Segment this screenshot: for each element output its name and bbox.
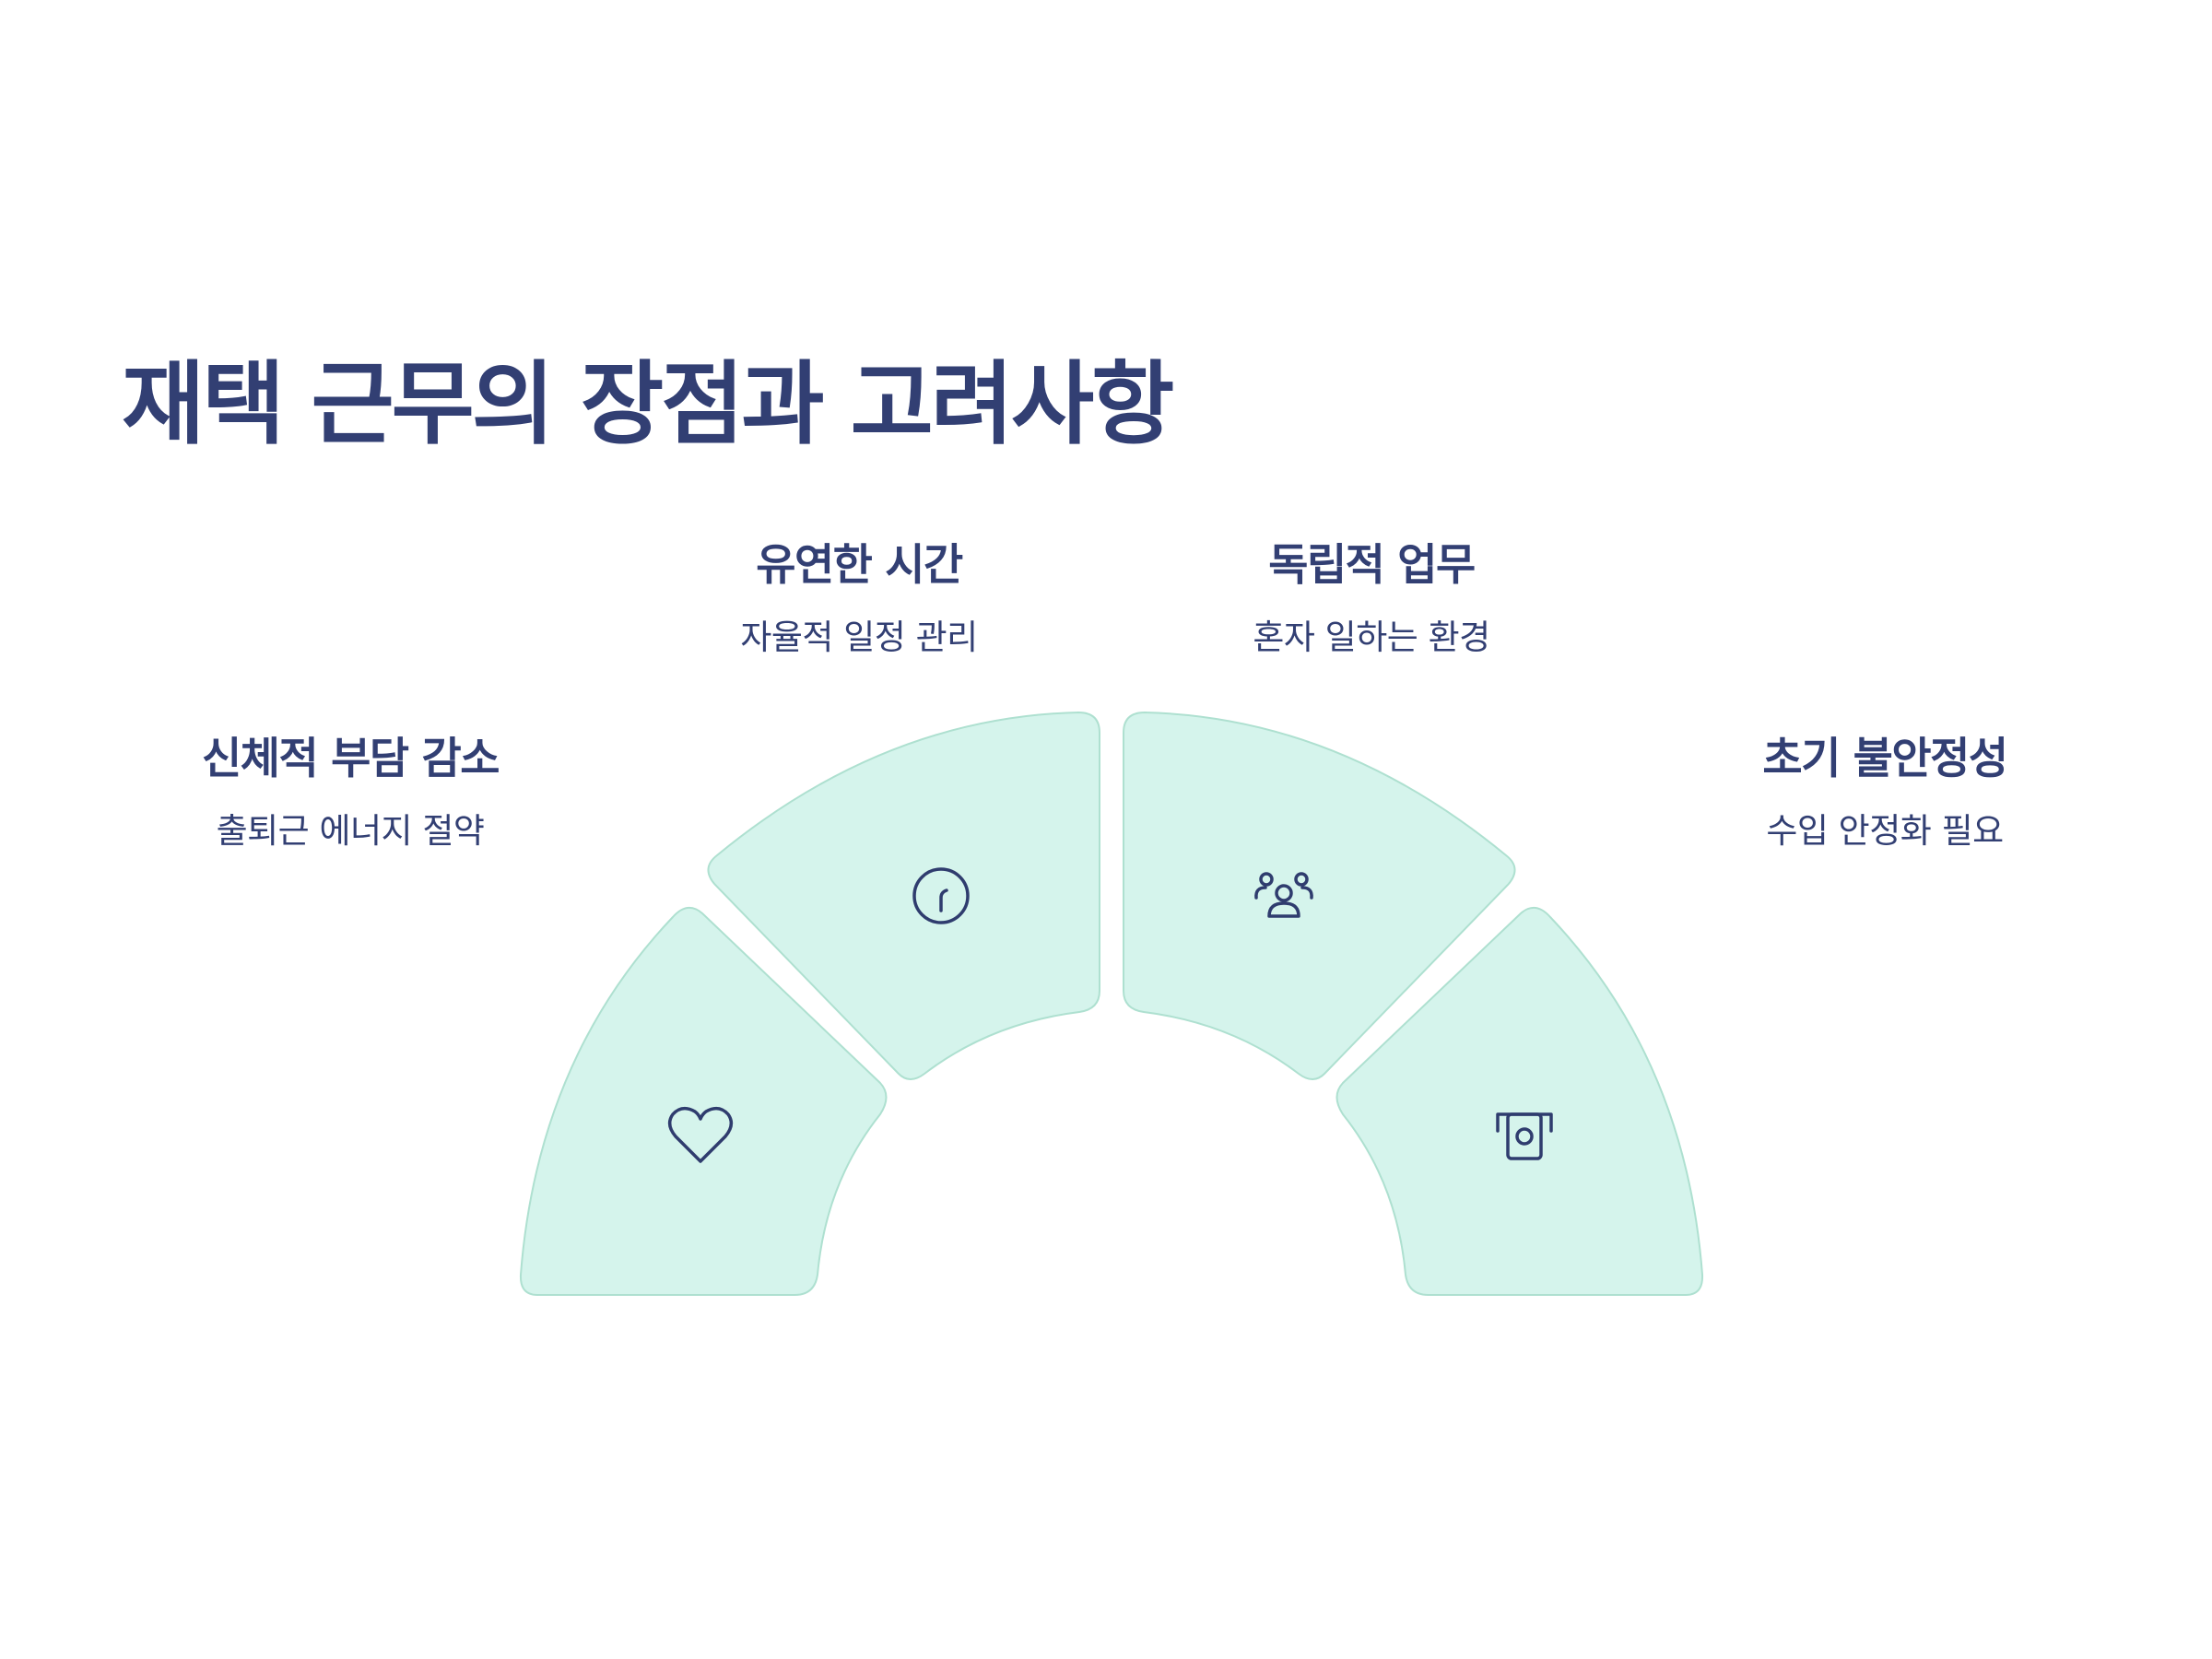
item-title: 신체적 부담 감소 [202, 734, 500, 784]
segment-flexible-time [707, 711, 1100, 1080]
segment-physical-burden [519, 907, 888, 1296]
cash-withdraw-icon [1496, 1112, 1553, 1160]
heart-icon [667, 1106, 734, 1163]
item-title: 유연한 시간 [756, 540, 963, 591]
item-flexible-time: 유연한 시간 자율적 일정 관리 [619, 544, 1099, 654]
people-icon [1254, 872, 1313, 918]
segment-initial-instability [1335, 907, 1704, 1296]
clock-icon [912, 867, 970, 924]
item-initial-instability: 초기 불안정성 수입 안정화 필요 [1645, 737, 2124, 848]
item-description: 출퇴근 에너지 절약 [216, 811, 485, 851]
item-title: 독립적 업무 [1268, 540, 1476, 591]
item-description: 자율적 일정 관리 [740, 618, 978, 657]
item-description: 수입 안정화 필요 [1766, 811, 2004, 851]
item-independent-work: 독립적 업무 혼자 일하는 환경 [1132, 544, 1611, 654]
item-title: 초기 불안정성 [1762, 734, 2008, 784]
page-title: 재택 근무의 장점과 고려사항 [122, 352, 1174, 457]
item-description: 혼자 일하는 환경 [1253, 618, 1490, 657]
item-physical-burden: 신체적 부담 감소 출퇴근 에너지 절약 [111, 737, 590, 848]
segment-independent-work [1123, 711, 1516, 1080]
